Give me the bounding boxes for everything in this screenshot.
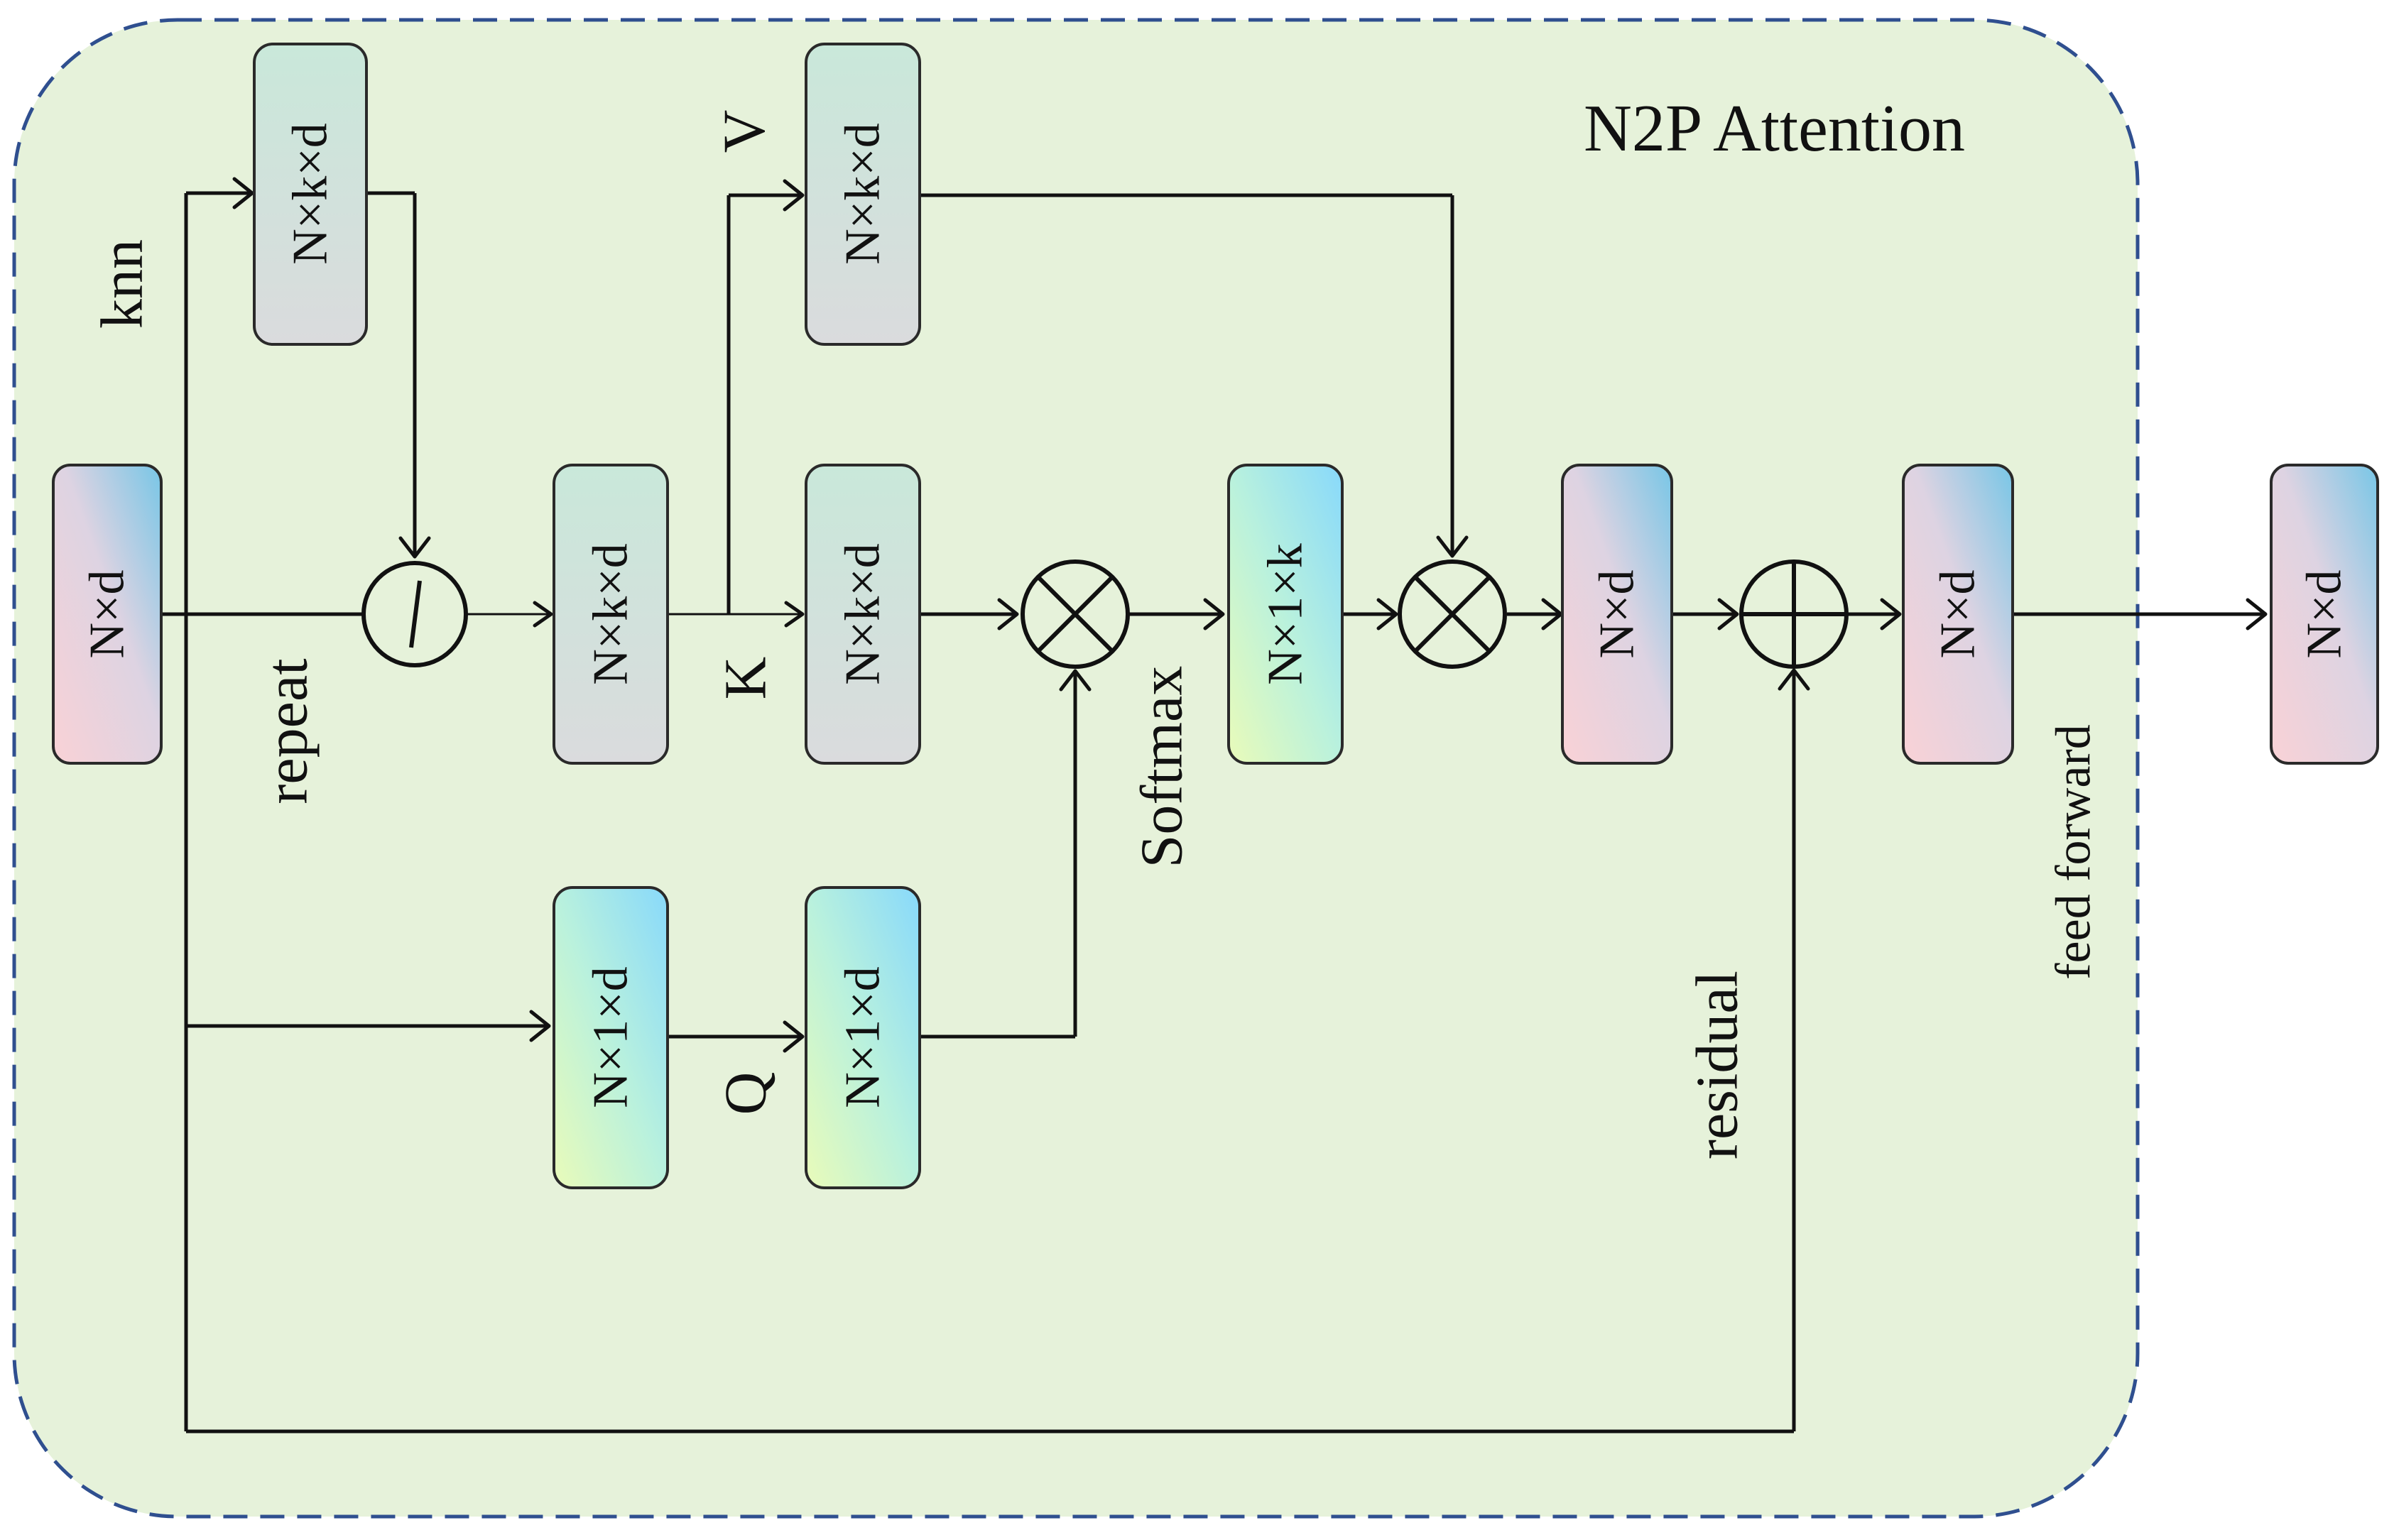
attention-weights-block: N×1×k [1227,464,1344,765]
label-softmax: Softmax [1129,666,1195,868]
attention-output-block: N×d [1561,464,1673,765]
knn-features-block: N×k×d [253,43,368,346]
svg-text:N×k×d: N×k×d [283,123,338,265]
label-feed-forward: feed forward [2047,724,2101,980]
svg-text:N×1×d: N×1×d [584,966,638,1108]
query-input-block: N×1×d [553,886,669,1189]
svg-text:N×d: N×d [1590,569,1645,658]
diff-features-block: N×k×d [553,464,669,765]
label-q: Q [713,1072,779,1115]
svg-text:N×k×d: N×k×d [836,123,891,265]
label-v: V [712,110,778,153]
label-k: K [713,657,779,700]
connectors [161,191,2265,1433]
key-block: N×k×d [805,464,921,765]
output-block: N×d [2270,464,2379,765]
label-residual: residual [1685,971,1751,1159]
label-repeat: repeat [254,658,320,804]
svg-text:N×d: N×d [80,569,135,658]
value-block: N×k×d [805,43,921,346]
multiply-operator-v [1398,559,1507,669]
input-block: N×d [52,464,163,765]
add-operator [1739,559,1849,669]
svg-text:N×1×d: N×1×d [836,966,891,1108]
multiply-operator-qk [1021,559,1130,669]
svg-text:N×1×k: N×1×k [1258,543,1313,685]
query-block: N×1×d [805,886,921,1189]
svg-text:N×k×d: N×k×d [836,543,891,685]
svg-text:N×d: N×d [2297,569,2352,658]
svg-text:N×d: N×d [1931,569,1986,658]
subtract-operator [361,561,468,667]
arrowheads [232,177,2268,1053]
svg-text:N×k×d: N×k×d [584,543,638,685]
diagram-title: N2P Attention [1584,92,1965,165]
label-knn: knn [89,239,156,329]
residual-output-block: N×d [1902,464,2014,765]
